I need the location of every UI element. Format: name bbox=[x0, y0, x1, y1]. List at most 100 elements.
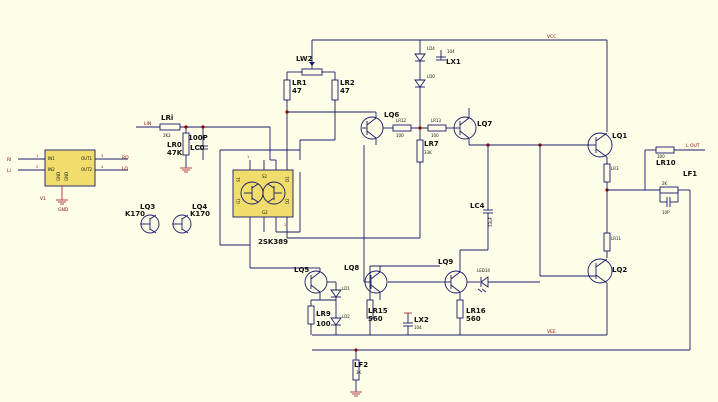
lf2-ref: LF2 bbox=[354, 361, 368, 369]
led-label: LED14 bbox=[477, 268, 490, 273]
lr2-ref: LR2 bbox=[340, 79, 355, 87]
lr15-ref: LR15 bbox=[368, 307, 388, 315]
lr11-resistor bbox=[603, 232, 611, 252]
lr1-ref: LR1 bbox=[292, 79, 307, 87]
lq6-label: LQ6 bbox=[384, 111, 399, 119]
lr10-resistor bbox=[655, 146, 675, 154]
lf1-value: 2K bbox=[662, 181, 668, 186]
led-diode bbox=[480, 276, 489, 288]
jfet-part-label: 2SK389 bbox=[258, 238, 288, 246]
net-label-lo: LO bbox=[122, 166, 128, 172]
input-network: LIN LRi 2K2 LR0 47K 100P LC0 bbox=[136, 114, 271, 173]
lr9-ref: LR9 bbox=[316, 310, 331, 318]
lr12-ref: LR12 bbox=[396, 118, 407, 123]
ic-pin-out1: OUT1 bbox=[81, 156, 93, 161]
lq7-transistor bbox=[453, 116, 477, 140]
lr13-resistor bbox=[427, 124, 447, 132]
lq2-label: LQ2 bbox=[612, 266, 627, 274]
lr15-value: 560 bbox=[368, 315, 383, 323]
lx2-value: 104 bbox=[414, 325, 422, 330]
lr10-value: 100 bbox=[657, 154, 665, 159]
ld4-value: 104 bbox=[447, 49, 455, 54]
lr10-ref: LR10 bbox=[656, 159, 676, 167]
net-label-ro: RO bbox=[122, 155, 129, 161]
bias-top: LD4 104 LX1 LD0 LQ6 LR12 100 LR13 100 LQ… bbox=[360, 40, 590, 276]
net-label-ri: RI bbox=[7, 157, 11, 163]
vee-label: VEE bbox=[547, 329, 556, 335]
ld1-diode bbox=[330, 289, 342, 298]
lr3-label: LR3 bbox=[611, 166, 619, 171]
lc4-ref: LC4 bbox=[470, 202, 485, 210]
lr13-value: 100 bbox=[431, 133, 439, 138]
lq9-label: LQ9 bbox=[438, 258, 453, 266]
lr7-resistor bbox=[416, 139, 424, 163]
lr12-value: 100 bbox=[396, 133, 404, 138]
lq5-label: LQ5 bbox=[294, 266, 309, 274]
lq2-transistor bbox=[587, 258, 613, 284]
lr9-value: 100 bbox=[316, 320, 331, 328]
lr12-resistor bbox=[392, 124, 412, 132]
jfet-pin-s2: S2 bbox=[262, 174, 268, 179]
lq4-value: K170 bbox=[190, 210, 210, 218]
lq1-label: LQ1 bbox=[612, 132, 627, 140]
ld0-label: LD0 bbox=[427, 74, 435, 79]
lr16-ref: LR16 bbox=[466, 307, 486, 315]
ic-pin-num-3: 3 bbox=[101, 154, 103, 158]
lq3-value: K170 bbox=[125, 210, 145, 218]
ic-pin-num-4: 4 bbox=[101, 165, 104, 169]
ic-pin-num-1: 1 bbox=[36, 154, 38, 158]
ld1-label: LD1 bbox=[342, 286, 350, 291]
lr13-ref: LR13 bbox=[431, 118, 442, 123]
ld2-diode bbox=[330, 317, 342, 326]
ld0-diode bbox=[414, 79, 426, 88]
lr0-ref: LR0 bbox=[167, 141, 182, 149]
bottom-stage: LQ5 LR9 100 LD1 LD2 LQ8 LR15 560 bbox=[294, 145, 540, 335]
lri-ref: LRi bbox=[161, 114, 173, 122]
input-ic bbox=[44, 149, 96, 187]
ld2-label: LD2 bbox=[342, 314, 350, 319]
jfet-pair-2sk389: S1 G1 D1 D2 S2 G2 1 2 2SK389 bbox=[219, 149, 420, 269]
input-ic-block: RI LI RO LO IN1 IN2 OUT1 OUT2 GND GND 1 … bbox=[7, 149, 129, 213]
output-stage: LQ1 LR3 LR11 LQ2 100 LR10 L OUT LF1 2K bbox=[540, 40, 705, 335]
lr1-resistor bbox=[283, 79, 291, 101]
lr0-value: 47K bbox=[167, 149, 183, 157]
lw2-wiper-arrow bbox=[309, 62, 315, 66]
lw2-label: LW2 bbox=[296, 55, 313, 63]
ic-pin-out2: OUT2 bbox=[81, 167, 93, 172]
lq5-transistor bbox=[304, 270, 328, 294]
ic-pin-in1: IN1 bbox=[48, 156, 55, 161]
vcc-label: VCC bbox=[547, 34, 556, 40]
jfet-pin-num-bottom: 2 bbox=[284, 223, 286, 227]
lr9-resistor bbox=[307, 305, 315, 325]
ic-ref-v1: V1 bbox=[40, 196, 46, 202]
lr3-resistor bbox=[603, 163, 611, 183]
jfet-pin-g2: G2 bbox=[262, 210, 268, 215]
lr16-resistor bbox=[456, 299, 464, 319]
lx1-label: LX1 bbox=[446, 58, 461, 66]
lq1-transistor bbox=[587, 132, 613, 158]
lf2-value: 3K bbox=[356, 370, 362, 375]
ic-gnd-label: GND bbox=[58, 207, 69, 213]
lc4-value: 33uF bbox=[488, 216, 493, 227]
ic-pin-gnd-b: GND bbox=[64, 172, 69, 181]
jfet-pin-num-top: 1 bbox=[247, 155, 249, 159]
jfet-pin-g1: G1 bbox=[236, 198, 241, 204]
jfet-pin-d1: D1 bbox=[285, 176, 290, 182]
lin-label: LIN bbox=[144, 121, 151, 127]
lf1-resistor bbox=[659, 186, 679, 194]
lr16-value: 560 bbox=[466, 315, 481, 323]
lr2-resistor bbox=[331, 79, 339, 101]
lc0-ref: LC0 bbox=[190, 144, 205, 152]
lr11-label: LR11 bbox=[611, 236, 622, 241]
ic-pin-gnd-a: GND bbox=[56, 172, 61, 181]
drain-load-network: LW2 LR1 47 LR2 47 bbox=[283, 55, 372, 160]
net-label-li: LI bbox=[7, 168, 11, 174]
jfet-current-sources: LQ3 K170 LQ4 K170 bbox=[125, 203, 210, 234]
lri-resistor bbox=[159, 123, 181, 131]
lq7-label: LQ7 bbox=[477, 120, 492, 128]
lr7-value: 33K bbox=[424, 150, 432, 155]
rails: VCC VEE bbox=[311, 34, 691, 351]
jfet-pin-s1: S1 bbox=[236, 176, 241, 182]
lq3-ref: LQ3 bbox=[140, 203, 155, 211]
